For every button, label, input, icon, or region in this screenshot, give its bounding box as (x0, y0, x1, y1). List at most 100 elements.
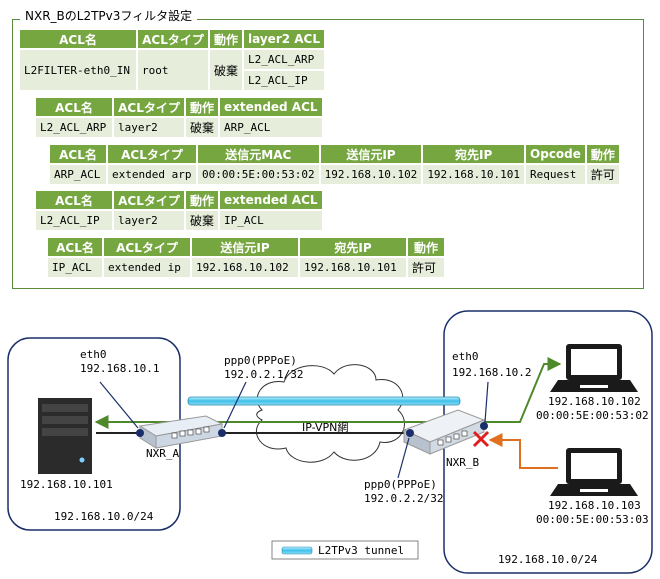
cell-opcode: Request (526, 165, 585, 184)
col-acl-name: ACL名 (20, 30, 136, 48)
col-action: 動作 (586, 145, 619, 163)
cell-acl-name: L2_ACL_ARP (36, 118, 112, 137)
nxr-b-label: NXR_B (446, 456, 480, 469)
table-row: L2FILTER-eth0_IN root 破棄 L2_ACL_ARP (20, 50, 325, 90)
col-acl-name: ACL名 (50, 145, 106, 163)
pc2-mac: 00:00:5E:00:53:03 (536, 513, 649, 526)
cell-action: 破棄 (210, 50, 243, 90)
right-ppp0-label: ppp0(PPPoE) (364, 478, 437, 491)
pc1-ip: 192.168.10.102 (548, 395, 641, 408)
legend-tunnel-swatch (281, 546, 313, 555)
col-acl-name: ACL名 (36, 191, 112, 209)
cell-src-mac: 00:00:5E:00:53:02 (198, 165, 319, 184)
col-extended-acl: extended ACL (220, 191, 322, 209)
col-action: 動作 (186, 98, 219, 116)
cell-src-ip: 192.168.10.102 (192, 258, 298, 277)
left-ppp0-label: ppp0(PPPoE) (224, 354, 297, 367)
cell-acl-type: root (138, 50, 208, 90)
deny-mark-icon (472, 430, 490, 448)
table-row: L2_ACL_IP (20, 71, 325, 90)
col-src-ip: 送信元IP (192, 238, 298, 256)
allowed-traffic-arrow-to-pc (482, 357, 562, 423)
left-eth0-ip: 192.168.10.1 (80, 362, 160, 375)
legend-box (271, 540, 419, 560)
table-row: L2_ACL_ARP layer2 破棄 ARP_ACL (36, 118, 322, 137)
right-ppp0-ip: 192.0.2.2/32 (364, 492, 444, 505)
pc2-ip: 192.168.10.103 (548, 499, 641, 512)
col-action: 動作 (210, 30, 243, 48)
cell-acl-type: extended ip (104, 258, 190, 277)
right-eth0-ip: 192.168.10.2 (452, 366, 532, 379)
table-row: ARP_ACL extended arp 00:00:5E:00:53:02 1… (50, 165, 619, 184)
col-layer2-acl: layer2 ACL (244, 30, 325, 48)
cell-extended-acl: IP_ACL (220, 211, 322, 230)
nxr-b-eth0-port (480, 422, 488, 430)
cell-acl-type: extended arp (108, 165, 196, 184)
left-eth0-label: eth0 (80, 348, 107, 361)
cell-layer2-acl: L2_ACL_ARP (244, 50, 325, 69)
right-eth0-label: eth0 (452, 350, 479, 363)
cell-acl-name: L2FILTER-eth0_IN (20, 50, 136, 90)
denied-traffic-arrow (488, 433, 558, 469)
nxr-a-ppp0-port (218, 429, 226, 437)
table-header-row: ACL名 ACLタイプ 送信元IP 宛先IP 動作 (48, 238, 444, 256)
legend-label: L2TPv3 tunnel (318, 544, 405, 557)
nxr-b-ppp0-port (406, 429, 414, 437)
acl-table-layer2-arp: ACL名 ACLタイプ 動作 extended ACL L2_ACL_ARP l… (34, 96, 324, 139)
col-acl-type: ACLタイプ (108, 145, 196, 163)
table-header-row: ACL名 ACLタイプ 送信元MAC 送信元IP 宛先IP Opcode 動作 (50, 145, 619, 163)
table-header-row: ACL名 ACLタイプ 動作 layer2 ACL (20, 30, 325, 48)
ip-vpn-cloud (256, 364, 405, 463)
table-row: L2_ACL_IP layer2 破棄 IP_ACL (36, 211, 322, 230)
col-acl-type: ACLタイプ (138, 30, 208, 48)
cell-acl-name: ARP_ACL (50, 165, 106, 184)
table-header-row: ACL名 ACLタイプ 動作 extended ACL (36, 191, 322, 209)
cell-acl-type: layer2 (114, 211, 184, 230)
cell-extended-acl: ARP_ACL (220, 118, 322, 137)
cell-dst-ip: 192.168.10.101 (423, 165, 525, 184)
cell-acl-name: IP_ACL (48, 258, 102, 277)
filter-settings-frame (12, 19, 644, 289)
nxr-a-router-icon (138, 415, 224, 449)
col-acl-name: ACL名 (36, 98, 112, 116)
col-acl-type: ACLタイプ (104, 238, 190, 256)
col-dst-ip: 宛先IP (423, 145, 525, 163)
cell-action: 破棄 (186, 118, 219, 137)
cell-action: 破棄 (186, 211, 219, 230)
cell-layer2-acl: L2_ACL_IP (244, 71, 325, 90)
col-src-mac: 送信元MAC (198, 145, 319, 163)
acl-table-root: ACL名 ACLタイプ 動作 layer2 ACL L2FILTER-eth0_… (18, 28, 326, 92)
col-extended-acl: extended ACL (220, 98, 322, 116)
col-action: 動作 (408, 238, 444, 256)
left-ppp0-ip: 192.0.2.1/32 (224, 368, 304, 381)
cell-dst-ip: 192.168.10.101 (300, 258, 406, 277)
acl-table-ip: ACL名 ACLタイプ 送信元IP 宛先IP 動作 IP_ACL extende… (46, 236, 446, 279)
left-network-label: 192.168.10.0/24 (54, 510, 154, 523)
col-acl-type: ACLタイプ (114, 191, 184, 209)
cell-action: 許可 (408, 258, 444, 277)
table-header-row: ACL名 ACLタイプ 動作 extended ACL (36, 98, 322, 116)
acl-table-layer2-ip: ACL名 ACLタイプ 動作 extended ACL L2_ACL_IP la… (34, 189, 324, 232)
col-dst-ip: 宛先IP (300, 238, 406, 256)
col-action: 動作 (186, 191, 219, 209)
server-ip: 192.168.10.101 (20, 478, 113, 491)
nxr-a-eth0-port (136, 429, 144, 437)
col-opcode: Opcode (526, 145, 585, 163)
table-row: IP_ACL extended ip 192.168.10.102 192.16… (48, 258, 444, 277)
cell-acl-name: L2_ACL_IP (36, 211, 112, 230)
cell-action: 許可 (586, 165, 619, 184)
col-acl-name: ACL名 (48, 238, 102, 256)
frame-title: NXR_BのL2TPv3フィルタ設定 (20, 9, 198, 23)
laptop-pc1-icon (550, 344, 638, 392)
cell-acl-type: layer2 (114, 118, 184, 137)
server-icon (38, 398, 92, 474)
right-network-label: 192.168.10.0/24 (498, 553, 598, 566)
nxr-b-router-icon (402, 409, 486, 455)
col-acl-type: ACLタイプ (114, 98, 184, 116)
cloud-label: IP-VPN網 (302, 421, 349, 434)
nxr-a-label: NXR_A (146, 447, 180, 460)
l2tpv3-tunnel (187, 396, 461, 406)
acl-table-arp: ACL名 ACLタイプ 送信元MAC 送信元IP 宛先IP Opcode 動作 … (48, 143, 621, 186)
pc1-mac: 00:00:5E:00:53:02 (536, 409, 649, 422)
